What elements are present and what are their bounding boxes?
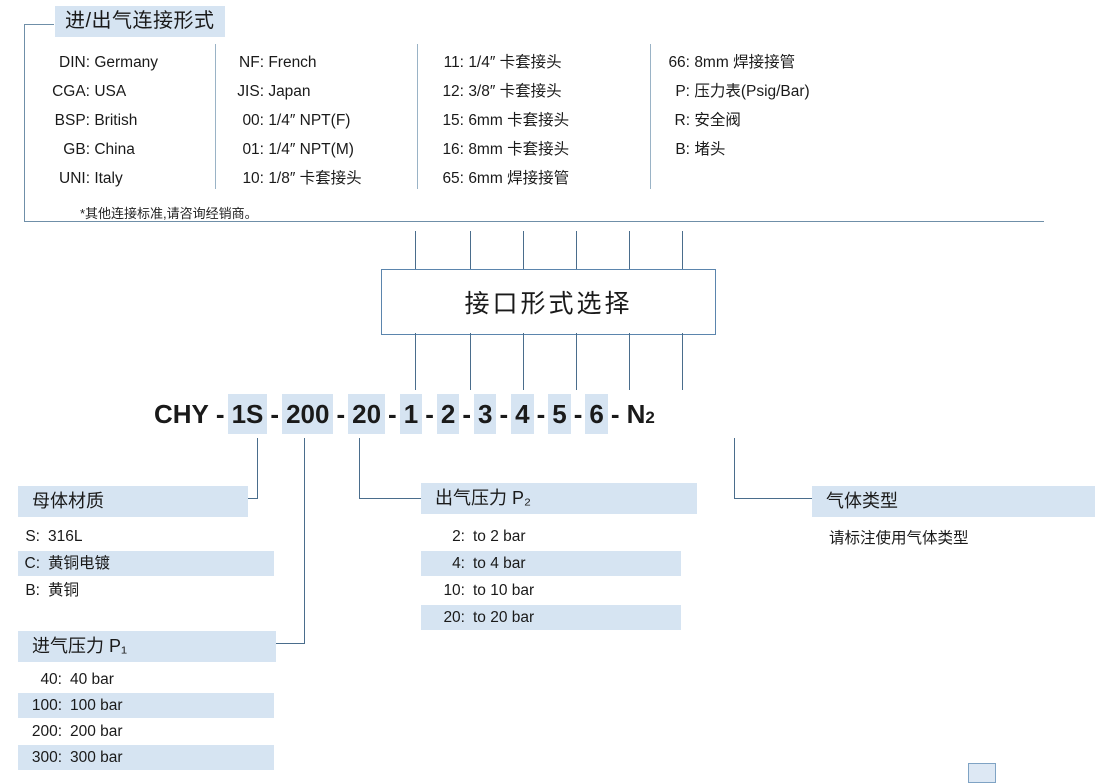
connection-entry: BSP: British <box>54 112 138 129</box>
option-row: 100:100 bar <box>18 693 274 718</box>
connector-down-5 <box>629 333 630 390</box>
connection-entry: 00: 1/4″ NPT(F) <box>242 112 351 129</box>
code-dash: - <box>336 399 346 429</box>
code-seg-material: 1S <box>227 394 268 434</box>
connector-up-5 <box>629 231 630 269</box>
section-title-gas-type: 气体类型 <box>812 486 1095 517</box>
section-title-inlet-pressure: 进气压力 P₁ <box>18 631 276 662</box>
code-dash: - <box>573 399 583 429</box>
code-dash: - <box>388 399 397 429</box>
page-corner-artifact <box>968 763 996 783</box>
interface-selection-label: 接口形式选择 <box>464 290 633 318</box>
section-title-outlet-pressure: 出气压力 P₂ <box>421 483 697 514</box>
connector-down-1 <box>415 333 416 390</box>
code-seg-outlet: 20 <box>348 394 386 434</box>
code-dash: - <box>270 399 280 429</box>
code-seg-port-5: 5 <box>548 394 571 434</box>
connection-entry: 15: 6mm 卡套接头 <box>442 112 570 129</box>
connector-down-4 <box>576 333 577 390</box>
code-seg-port-4: 4 <box>511 394 534 434</box>
connection-entry: JIS: Japan <box>237 83 311 100</box>
connector-down-2 <box>470 333 471 390</box>
column-divider-3 <box>650 44 651 189</box>
connection-entry: NF: French <box>239 54 317 71</box>
gas-type-note: 请标注使用气体类型 <box>829 530 969 547</box>
option-row: 40:40 bar <box>40 671 114 688</box>
connection-entry: 10: 1/8″ 卡套接头 <box>242 170 362 187</box>
code-dash: - <box>499 399 509 429</box>
elbow-gas-vert <box>734 438 735 499</box>
code-dash: - <box>610 399 620 429</box>
connection-entry: CGA: USA <box>52 83 127 100</box>
connection-entry: 16: 8mm 卡套接头 <box>442 141 570 158</box>
option-row: 2:to 2 bar <box>452 528 526 545</box>
connector-down-3 <box>523 333 524 390</box>
connection-entry: GB: China <box>63 141 135 158</box>
code-gas-subscript: 2 <box>645 408 655 427</box>
code-seg-prefix: CHY <box>154 399 209 429</box>
panel-title: 进/出气连接形式 <box>55 6 225 37</box>
code-seg-inlet: 200 <box>282 394 334 434</box>
code-seg-port-2: 2 <box>436 394 460 434</box>
code-dash: - <box>215 399 225 429</box>
elbow-inlet-vert <box>304 438 305 644</box>
panel-bracket-left <box>24 24 25 222</box>
option-row: B:黄铜 <box>25 582 80 599</box>
elbow-inlet-horiz <box>266 643 305 644</box>
connector-up-6 <box>682 231 683 269</box>
connection-entry: P: 压力表(Psig/Bar) <box>675 83 810 100</box>
option-row: 300:300 bar <box>18 745 274 770</box>
elbow-outlet-vert <box>359 438 360 499</box>
panel-bracket-bottom <box>24 221 1044 222</box>
connection-entry: R: 安全阀 <box>674 112 741 129</box>
code-dash: - <box>425 399 434 429</box>
code-seg-gas: N2 <box>623 394 659 438</box>
section-title-body-material: 母体材质 <box>18 486 248 517</box>
connection-entry: 11: 1/4″ 卡套接头 <box>443 54 562 71</box>
connection-entry: 65: 6mm 焊接接管 <box>442 170 570 187</box>
option-row: 200:200 bar <box>31 723 123 740</box>
panel-footnote: *其他连接标准,请咨询经销商。 <box>80 206 258 221</box>
connector-down-6 <box>682 333 683 390</box>
option-row: 20:to 20 bar <box>421 605 681 630</box>
column-divider-2 <box>417 44 418 189</box>
connector-up-1 <box>415 231 416 269</box>
connector-up-2 <box>470 231 471 269</box>
connector-up-4 <box>576 231 577 269</box>
elbow-outlet-horiz <box>359 498 421 499</box>
option-row: C:黄铜电镀 <box>18 551 274 576</box>
option-row: 4:to 4 bar <box>421 551 681 576</box>
connection-entry: 01: 1/4″ NPT(M) <box>242 141 354 158</box>
interface-selection-box: 接口形式选择 <box>381 269 716 335</box>
connection-entry: 12: 3/8″ 卡套接头 <box>442 83 562 100</box>
code-seg-port-1: 1 <box>399 394 423 434</box>
panel-bracket-top <box>24 24 54 25</box>
elbow-gas-horiz <box>734 498 820 499</box>
code-seg-port-3: 3 <box>474 394 497 434</box>
column-divider-1 <box>215 44 216 189</box>
connection-entry: B: 堵头 <box>675 141 726 158</box>
code-dash: - <box>536 399 546 429</box>
code-gas-symbol: N <box>626 399 646 429</box>
code-seg-port-6: 6 <box>585 394 608 434</box>
product-code: CHY-1S-200-20-1-2-3-4-5-6-N2 <box>150 394 659 438</box>
connection-entry: DIN: Germany <box>59 54 159 71</box>
option-row: S:316L <box>25 528 83 545</box>
elbow-material-vert <box>257 438 258 499</box>
connection-type-panel: 进/出气连接形式 DIN: Germany CGA: USA BSP: Brit… <box>24 6 1044 222</box>
connection-entry: 66: 8mm 焊接接管 <box>668 54 796 71</box>
option-row: 10:to 10 bar <box>443 582 535 599</box>
code-dash: - <box>462 399 471 429</box>
connector-up-3 <box>523 231 524 269</box>
connection-entry: UNI: Italy <box>59 170 123 187</box>
